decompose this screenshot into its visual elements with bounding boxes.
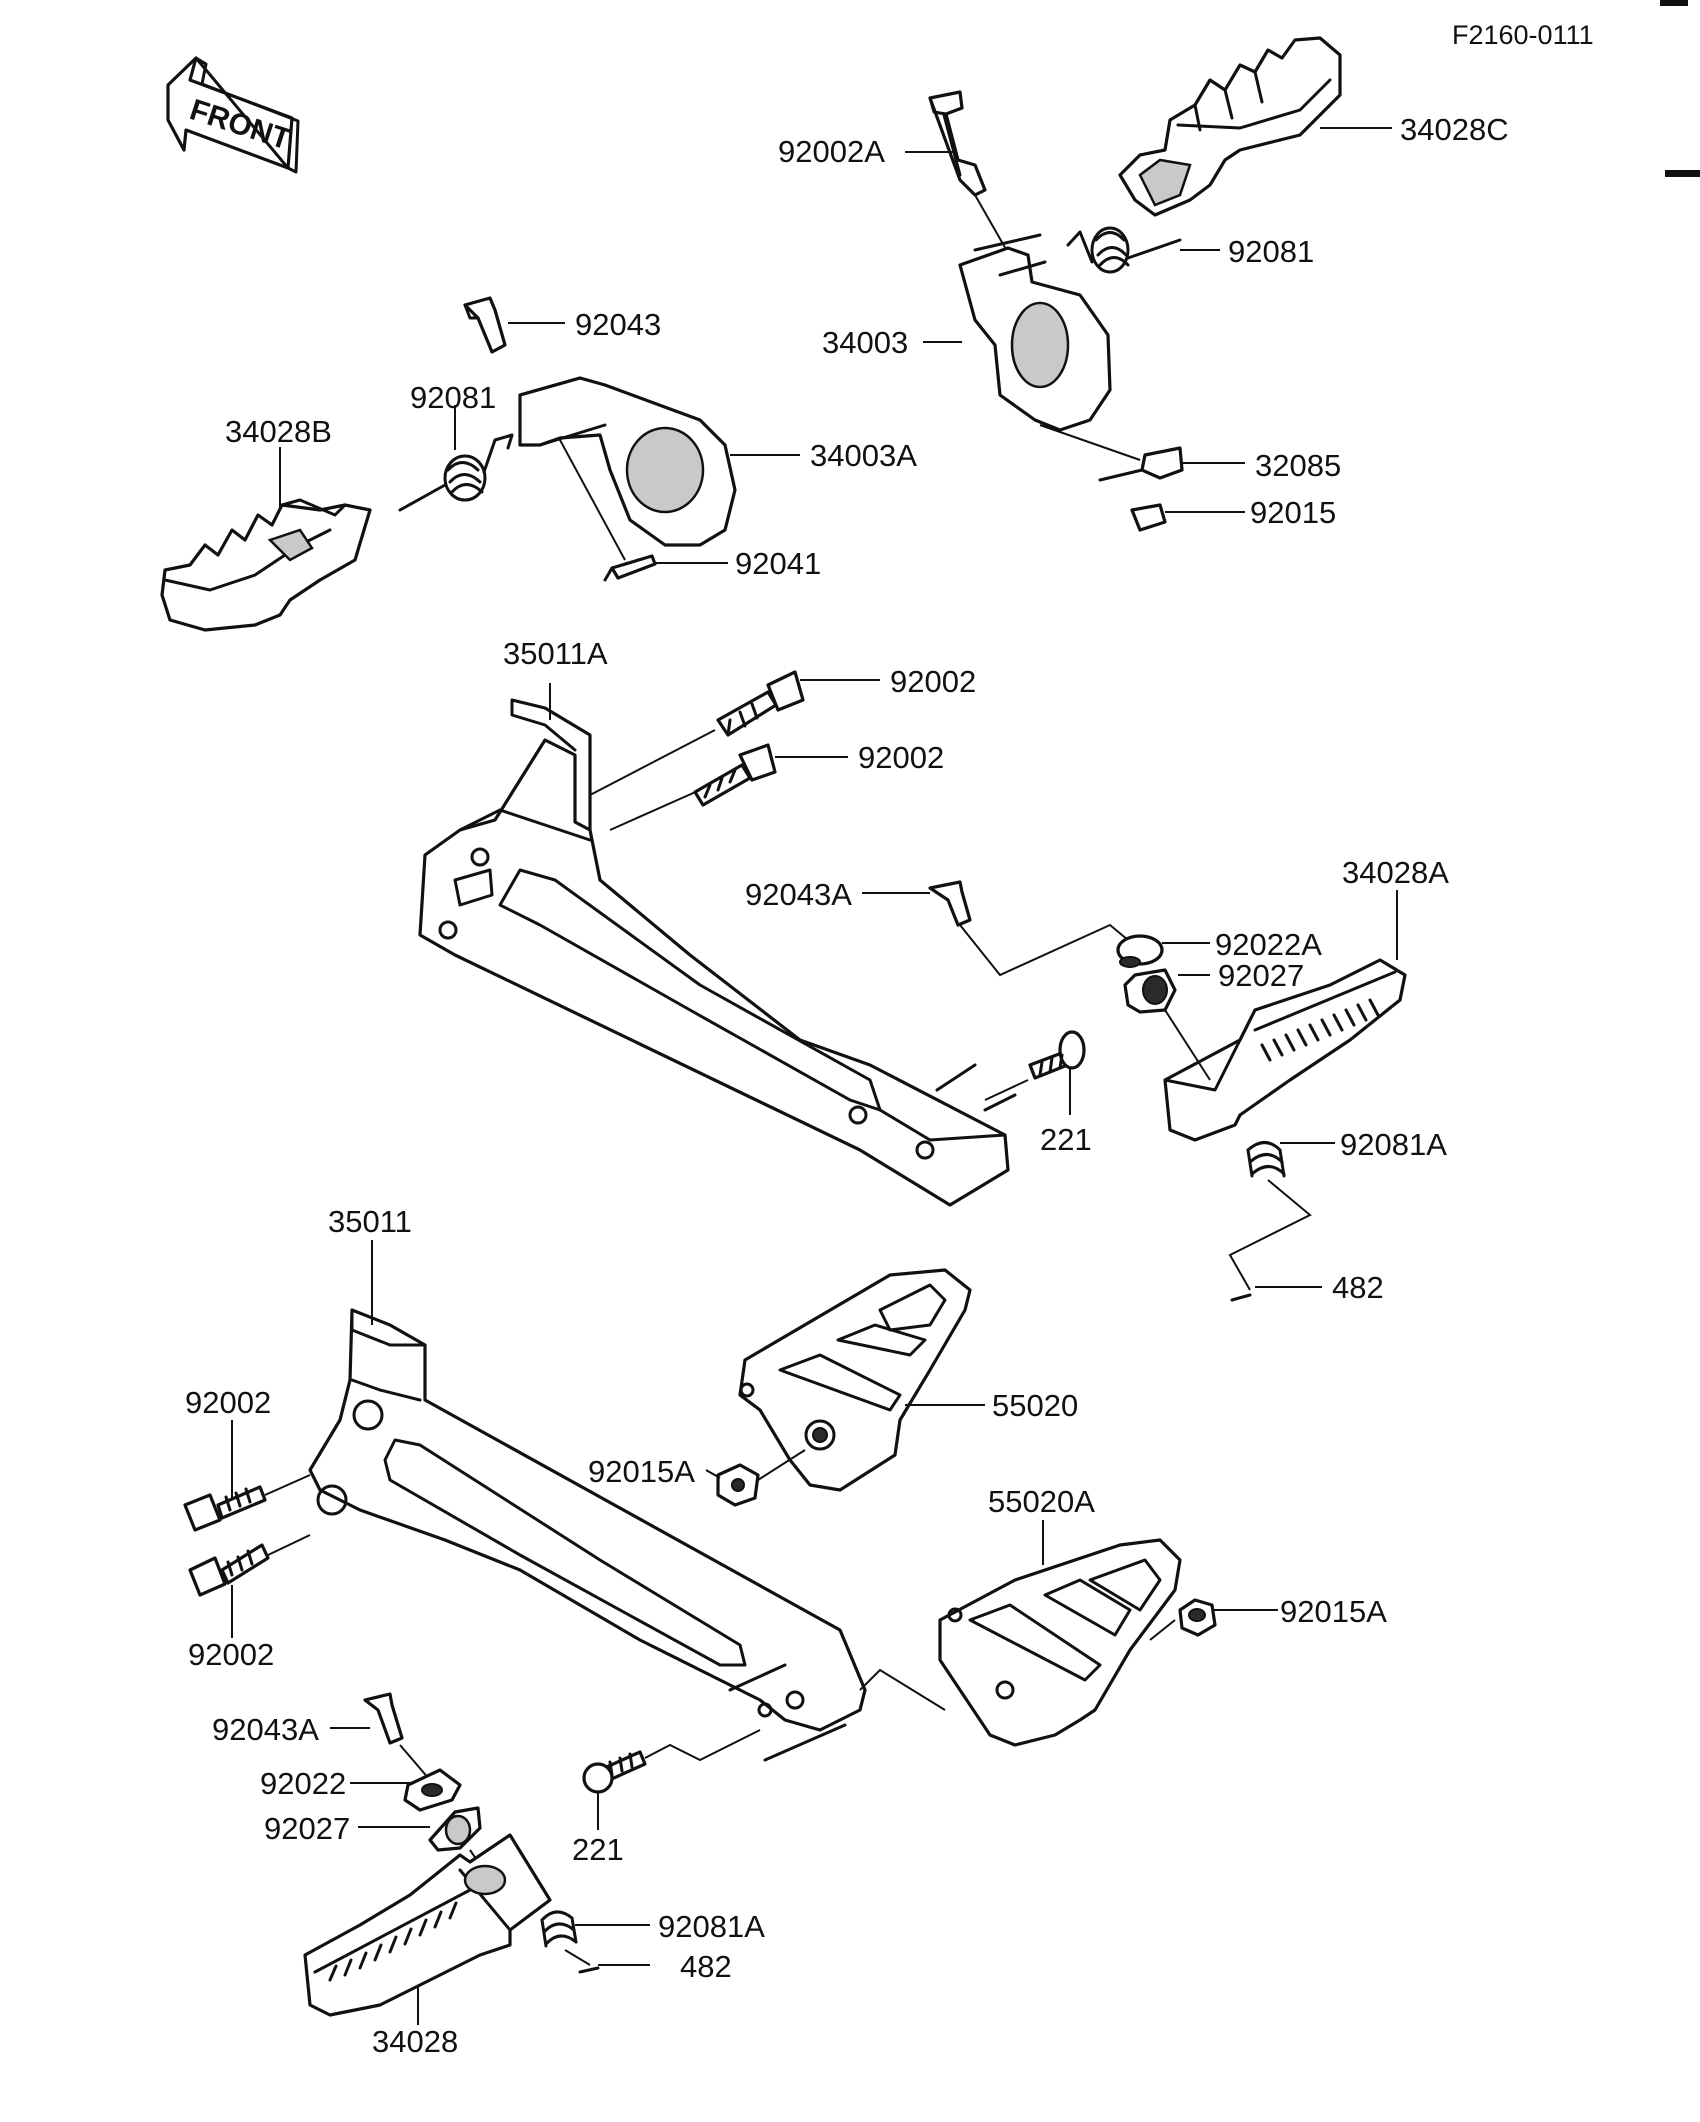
part-92081-spring-left [398,433,514,512]
leader-lines [231,127,1398,2025]
label-92002A: 92002A [778,134,885,169]
label-92081-left: 92081 [410,380,496,415]
part-92015A-nut-l [716,1449,806,1507]
part-35011-bracket [308,1308,946,1762]
part-92022-washer [403,1768,462,1812]
label-92015A-right: 92015A [1280,1594,1387,1629]
label-92022: 92022 [260,1766,346,1801]
label-92002-upper-2: 92002 [858,740,944,775]
label-482-lower: 482 [680,1949,732,1984]
label-482-upper: 482 [1332,1270,1384,1305]
part-34028-peg [303,1833,552,2017]
label-55020A: 55020A [988,1484,1095,1519]
label-92027-lower: 92027 [264,1811,350,1846]
label-92043: 92043 [575,307,661,342]
part-55020-heel-guard [738,1268,972,1492]
label-92041: 92041 [735,546,821,581]
part-92027-nut-l [428,1806,486,1873]
part-92081A-spring-u [1228,1141,1312,1291]
label-34028A: 34028A [1342,855,1449,890]
label-34003A: 34003A [810,438,917,473]
label-92022A: 92022A [1215,927,1322,962]
part-482-pin-u [1230,1293,1252,1302]
label-34003: 34003 [822,325,908,360]
label-92081-upper: 92081 [1228,234,1314,269]
part-92002-bolt-u2 [693,743,777,807]
label-221-upper: 221 [1040,1122,1092,1157]
label-35011A: 35011A [503,636,608,671]
part-92043A-pin-u [928,880,1141,977]
label-92081A-upper: 92081A [1340,1127,1447,1162]
part-92081-spring-upper [1066,226,1182,274]
part-34028B-peg [160,498,372,632]
part-221-screw-l [582,1729,761,1794]
label-92043A-upper: 92043A [745,877,852,912]
part-labels: 92002A 34028C 92081 34003 32085 92015 92… [185,112,1509,2059]
part-92081A-spring-l [540,1910,591,1966]
part-92041-cotter-pin [603,554,657,582]
part-34003A-bracket [518,376,737,561]
diagram-code: F2160-0111 [1452,20,1594,50]
label-92015: 92015 [1250,495,1336,530]
part-92002-bolt-l2 [188,1534,311,1597]
part-92022A-washer [1116,934,1164,968]
label-92081A-lower: 92081A [658,1909,765,1944]
label-34028: 34028 [372,2024,458,2059]
part-92015-nut [1130,503,1167,532]
label-92002-upper-1: 92002 [890,664,976,699]
part-92043A-pin-l [363,1692,431,1781]
part-482-pin-l [578,1966,600,1974]
part-92002-bolt-u1 [716,670,805,737]
front-arrow-icon: FRONT [166,56,300,174]
part-92002-bolt-l1 [183,1474,311,1532]
label-32085: 32085 [1255,448,1341,483]
part-34028A-peg [1163,958,1407,1142]
part-32085-clip [1098,446,1184,482]
label-221-lower: 221 [572,1832,624,1867]
label-34028B: 34028B [225,414,332,449]
label-35011: 35011 [328,1204,412,1239]
part-35011A-bracket [418,698,1017,1207]
label-92002-lower-2: 92002 [188,1637,274,1672]
part-55020A-heel-guard [938,1538,1182,1747]
part-221-screw-u [984,1030,1086,1101]
label-55020: 55020 [992,1388,1078,1423]
page-edge-marks [1660,0,1700,177]
label-92002-lower-1: 92002 [185,1385,271,1420]
part-92027-nut-u [1123,968,1177,1014]
label-34028C: 34028C [1400,112,1509,147]
part-92043-pin [463,296,507,354]
label-92043A-lower: 92043A [212,1712,319,1747]
label-92027-upper: 92027 [1218,958,1304,993]
part-92015A-nut-r [1149,1598,1217,1641]
part-34028C-peg [1118,36,1342,217]
label-92015A-left: 92015A [588,1454,695,1489]
part-34003-bracket [958,233,1141,461]
